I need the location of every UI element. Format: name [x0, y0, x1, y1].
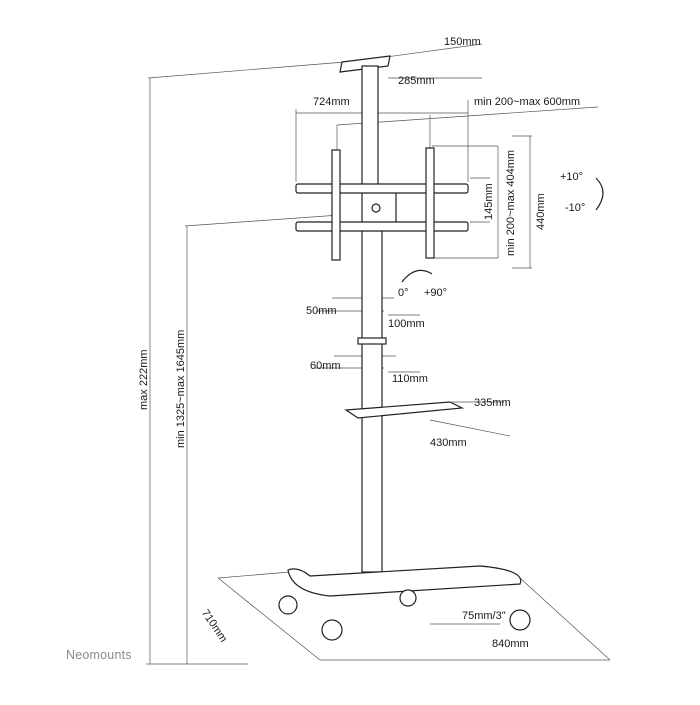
max-height-top-ext [147, 61, 346, 79]
mount-width-label: 724mm [313, 96, 350, 108]
stand-body [278, 55, 531, 641]
wheel-center [399, 589, 417, 607]
cable-clamp-1 [357, 337, 387, 345]
base-depth-top [217, 571, 291, 579]
top-plate [339, 55, 391, 73]
main-column [361, 221, 383, 573]
upper-arm [295, 183, 469, 194]
rotate-arrow [401, 269, 433, 283]
brand-logo-text: Neomounts [66, 648, 132, 662]
wheel-right [509, 609, 531, 631]
vesa-vertical-label: min 200~max 404mm [505, 149, 517, 256]
clamp1-depth-label: 50mm [306, 305, 337, 317]
wheel-left-front [321, 619, 343, 641]
shelf-width-ext [429, 419, 511, 437]
base-frame [287, 565, 522, 597]
tilt-up-label: +10° [560, 171, 584, 183]
height-range-label: min 1325~max 1645mm [175, 329, 187, 448]
base-floor-right [519, 577, 611, 661]
left-rail [331, 149, 341, 261]
right-rail [425, 147, 435, 259]
shelf-depth-label: 335mm [474, 397, 511, 409]
tilt-arrow [595, 177, 604, 211]
lower-arm [295, 221, 469, 232]
mount-height-label: 440mm [535, 193, 547, 230]
top-plate-width-label: 285mm [398, 75, 435, 87]
height-range-top-ext [184, 214, 341, 227]
tilt-down-label: -10° [565, 202, 586, 214]
wheel-size-label: 75mm/3" [462, 610, 506, 622]
clamp2-width-label: 110mm [392, 373, 428, 385]
clamp2-depth-label: 60mm [310, 360, 341, 372]
vesa-h-dim [336, 106, 599, 126]
vesa-horizontal-label: min 200~max 600mm [474, 96, 581, 108]
motion-arrows [401, 177, 604, 283]
bracket-gap-label: 145mm [483, 183, 495, 220]
max-height-label: max 222mm [138, 349, 150, 410]
base-floor-left [217, 577, 321, 661]
wheel-left-back [278, 595, 298, 615]
rotate-min-label: 0° [398, 287, 409, 299]
clamp1-width-label: 100mm [388, 318, 425, 330]
shelf-width-label: 430mm [430, 437, 467, 449]
base-width-label: 840mm [492, 638, 529, 650]
shelf [344, 401, 465, 419]
head-plate-hole [371, 203, 381, 213]
upper-column [361, 65, 379, 187]
top-plate-depth-label: 150mm [444, 36, 481, 48]
rotate-max-label: +90° [424, 287, 448, 299]
